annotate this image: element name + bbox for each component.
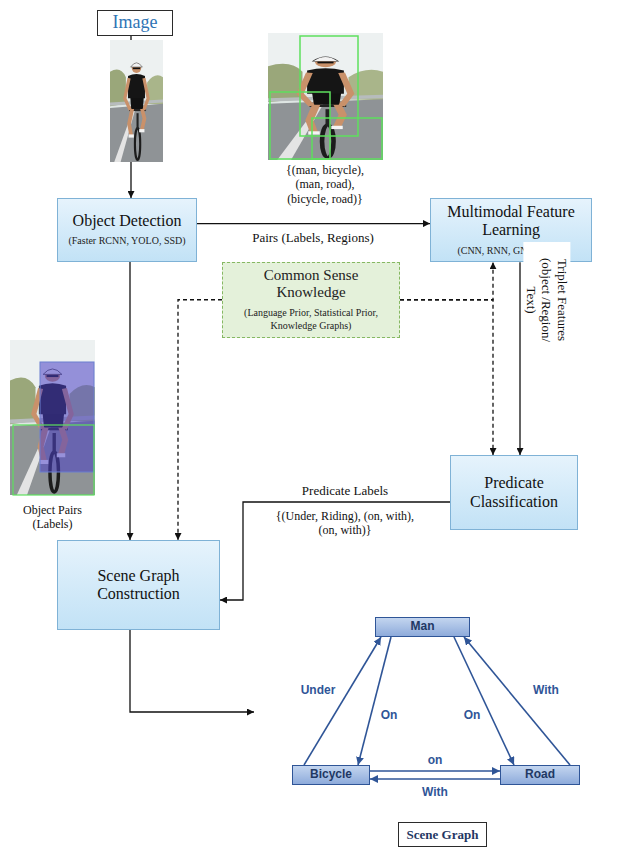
graph-node: Bicycle [292, 765, 370, 785]
image-caption: Object Pairs (Labels) [5, 503, 100, 532]
node-title: Common Sense Knowledge [229, 267, 393, 302]
edge-label: Pairs (Labels, Regions) [250, 230, 376, 246]
node-title: Multimodal Feature Learning [437, 203, 585, 240]
heading-box: Scene Graph [398, 822, 487, 847]
edge-label: Predicate Labels [300, 483, 390, 499]
flow-arrow [129, 262, 130, 540]
bounding-box [300, 36, 358, 136]
edge-label: On [379, 708, 400, 722]
pair-overlay [40, 362, 94, 472]
graph-node: Man [375, 617, 470, 637]
pair-list: {(man, bicycle), (man, road), (bicycle, … [275, 163, 375, 206]
relation-arrow [464, 637, 570, 765]
edge-label: Under [299, 683, 338, 697]
process-box: Predicate Classification [450, 455, 578, 530]
relation-arrow [454, 637, 514, 765]
relation-arrow [358, 637, 391, 765]
edge-label: on [426, 753, 445, 767]
flow-arrow [197, 223, 430, 224]
input-photo [110, 40, 163, 162]
bounding-box [312, 118, 382, 159]
node-title: Image [113, 13, 158, 33]
pair-photo [10, 340, 95, 495]
node-title: Bicycle [310, 767, 352, 783]
detection-photo [268, 33, 383, 160]
node-subtitle: (Faster RCNN, YOLO, SSD) [68, 234, 185, 248]
knowledge-arrow [400, 300, 493, 455]
node-title: Object Detection [73, 212, 182, 230]
relation-arrow [370, 770, 500, 772]
node-title: Predicate Classification [457, 474, 571, 511]
relation-arrow [304, 637, 381, 765]
bounding-box [270, 92, 330, 159]
knowledge-arrow [178, 300, 222, 540]
predicate-list: {(Under, Riding), (on, with), (on, with)… [275, 509, 415, 538]
edge-label: With [420, 785, 450, 799]
output-arrow [130, 630, 254, 712]
relation-arrow [370, 778, 500, 780]
edge-label: Triplet Features (object /Region/ Text) [524, 242, 571, 358]
node-title: Man [411, 619, 435, 635]
bounding-box [13, 425, 94, 495]
node-title: Scene Graph [407, 827, 479, 843]
flow-arrow [519, 262, 520, 455]
graph-node: Road [500, 765, 580, 785]
node-subtitle: (Language Prior, Statistical Prior, Know… [229, 306, 393, 333]
flow-arrow [220, 502, 450, 600]
edge-label: On [462, 708, 483, 722]
heading-box: Image [97, 10, 173, 36]
knowledge-box: Common Sense Knowledge (Language Prior, S… [222, 262, 400, 338]
process-box: Object Detection (Faster RCNN, YOLO, SSD) [57, 198, 197, 262]
node-title: Road [525, 767, 555, 783]
knowledge-arrow [400, 262, 493, 299]
node-title: Scene Graph Construction [64, 567, 213, 604]
process-box: Scene Graph Construction [57, 540, 220, 630]
edge-label: With [531, 683, 561, 697]
